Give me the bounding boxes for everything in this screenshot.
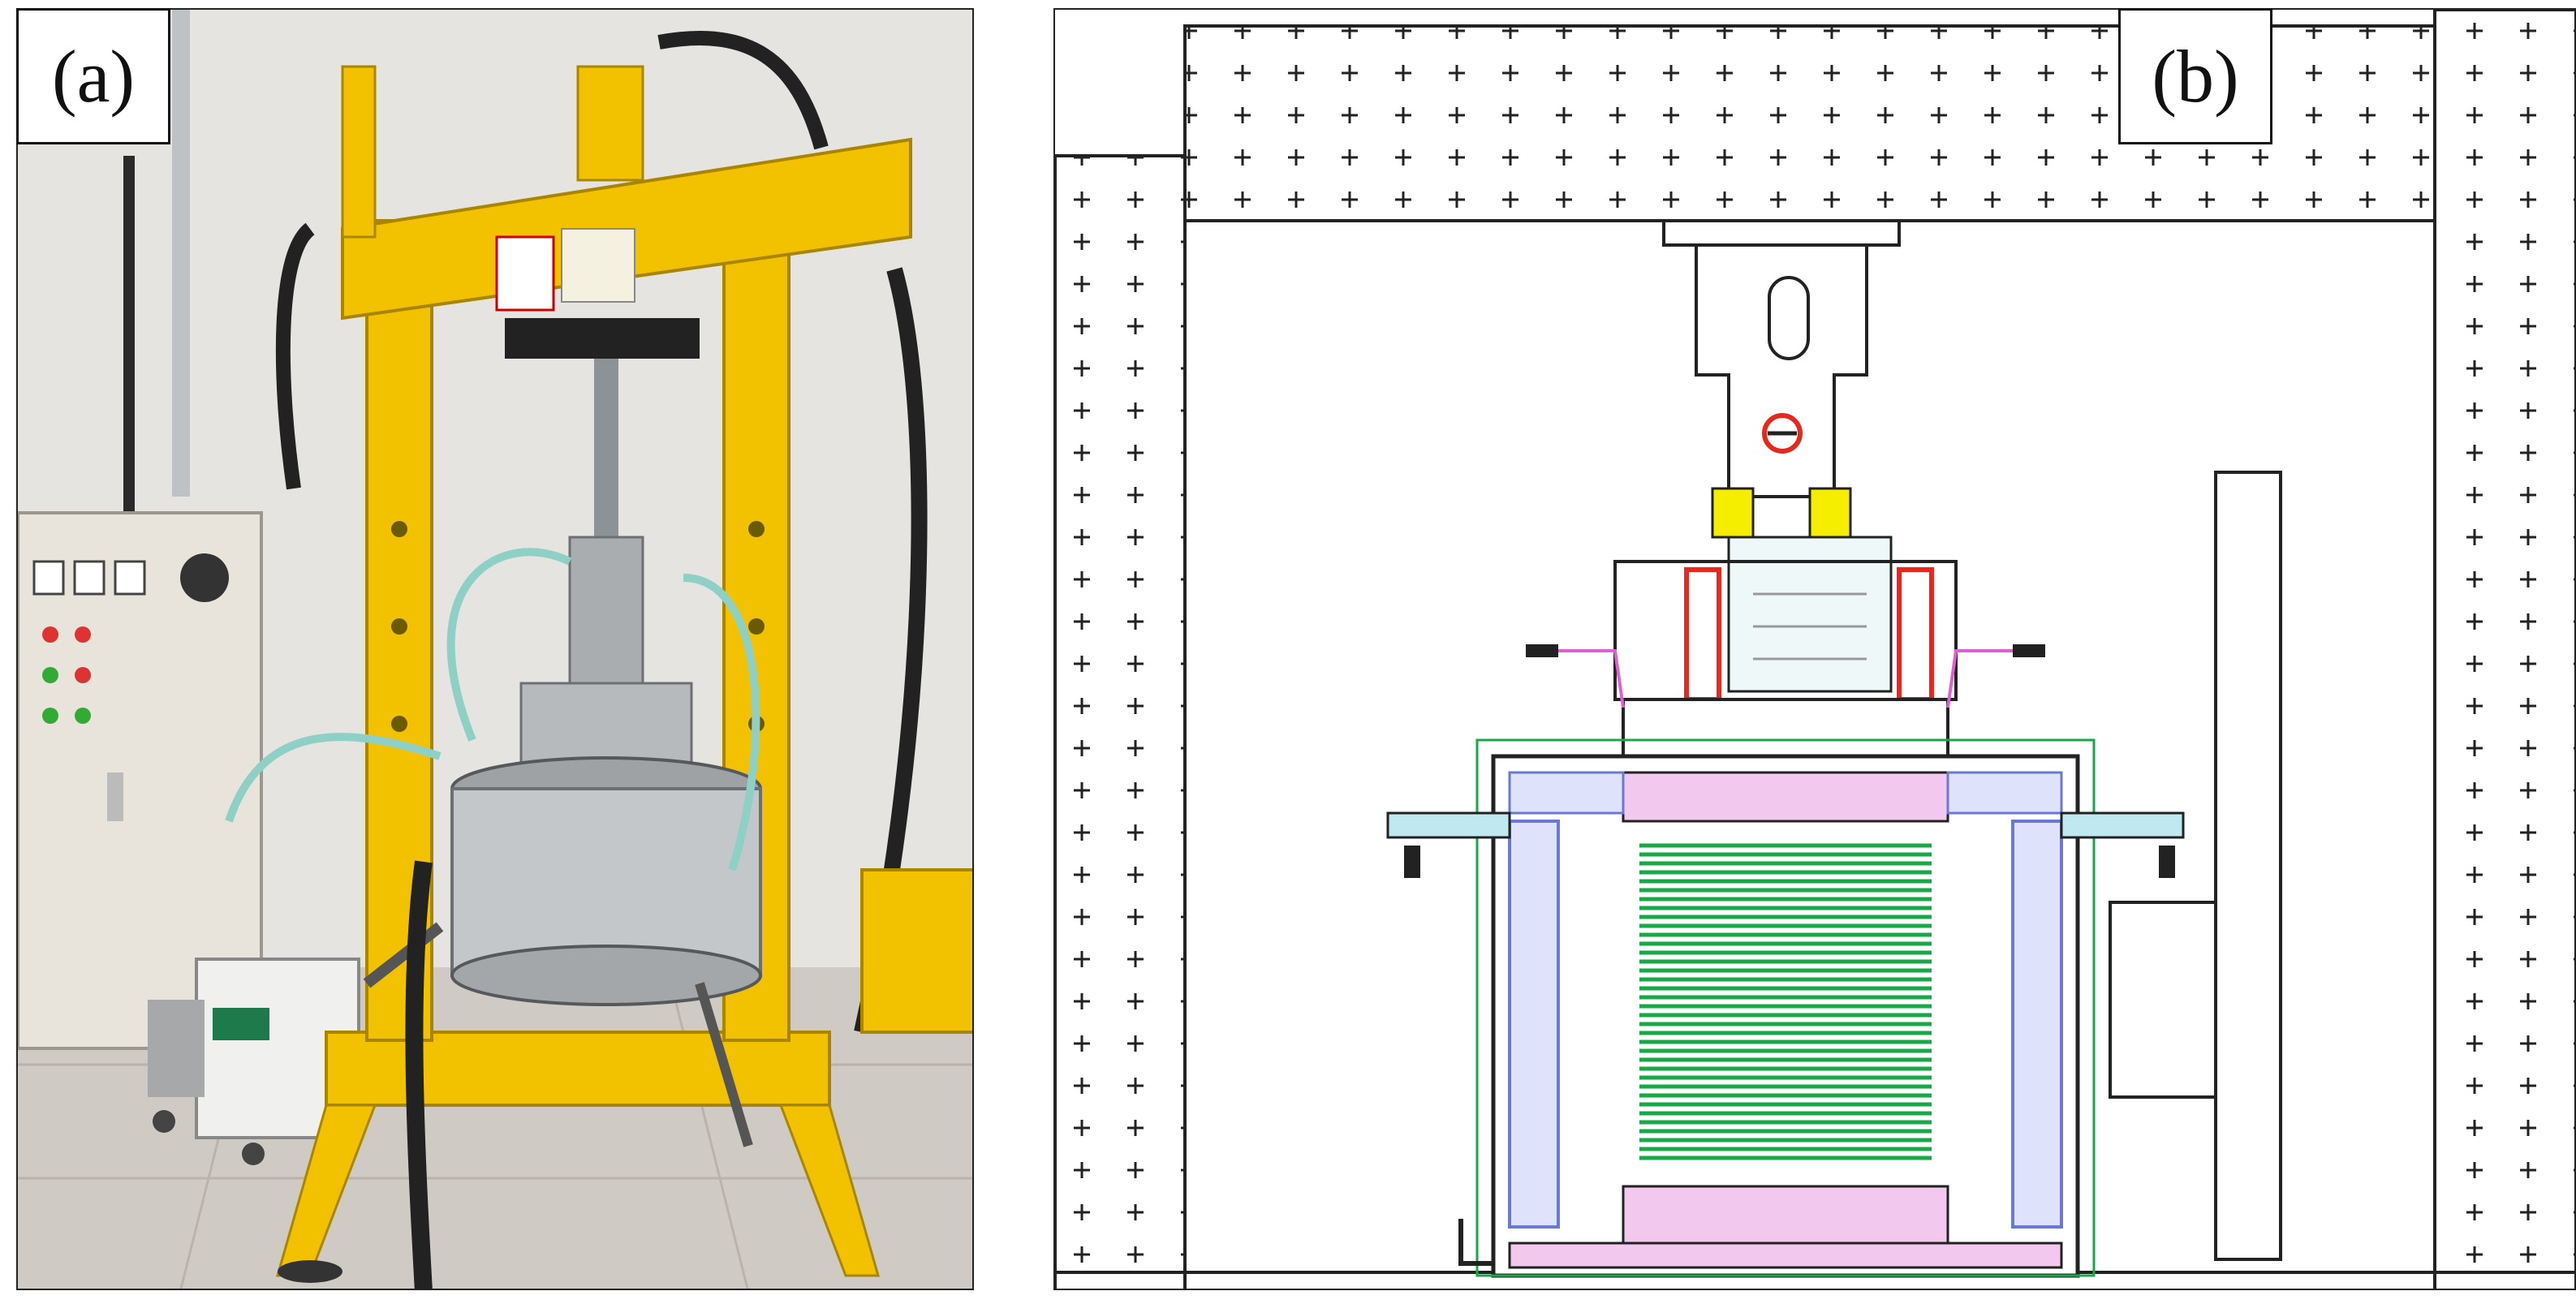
liner-right [2011,820,2063,1229]
ram-piston [568,536,644,685]
green-layer-stack [1639,843,1932,1160]
fan-icon [180,553,229,602]
panel-label-a: (a) [16,8,170,144]
panel-a: (a) [0,0,978,1304]
hydraulic-press-photo [18,10,972,1289]
bottom-plate [1622,1185,1949,1245]
cross-section-drawing [1055,10,2574,1289]
warning-label [495,235,555,312]
drawing-frame [1053,8,2576,1290]
top-plate [1622,771,1949,823]
gas-tube [446,548,572,742]
panel-label-b: (b) [2118,8,2272,144]
panel-b: (b) [1053,0,2576,1304]
liner-left [1508,820,1560,1229]
hydraulic-pump [860,868,972,1034]
wall-pipe [172,10,190,497]
coil-left [1684,567,1721,702]
press-base [325,1031,831,1107]
insulation-outline [1475,738,2096,1277]
indicator-light-icon [42,626,58,643]
flange-right [2060,811,2185,839]
flange-left [1386,811,1511,839]
coil-right [1897,567,1934,702]
pressure-vessel [450,787,762,977]
right-wall-hatched [2433,10,2574,1289]
photo-frame [16,8,974,1290]
left-wall-hatched [1055,154,1187,1289]
right-support-column [2214,471,2282,1261]
hydraulic-hose [657,31,829,150]
